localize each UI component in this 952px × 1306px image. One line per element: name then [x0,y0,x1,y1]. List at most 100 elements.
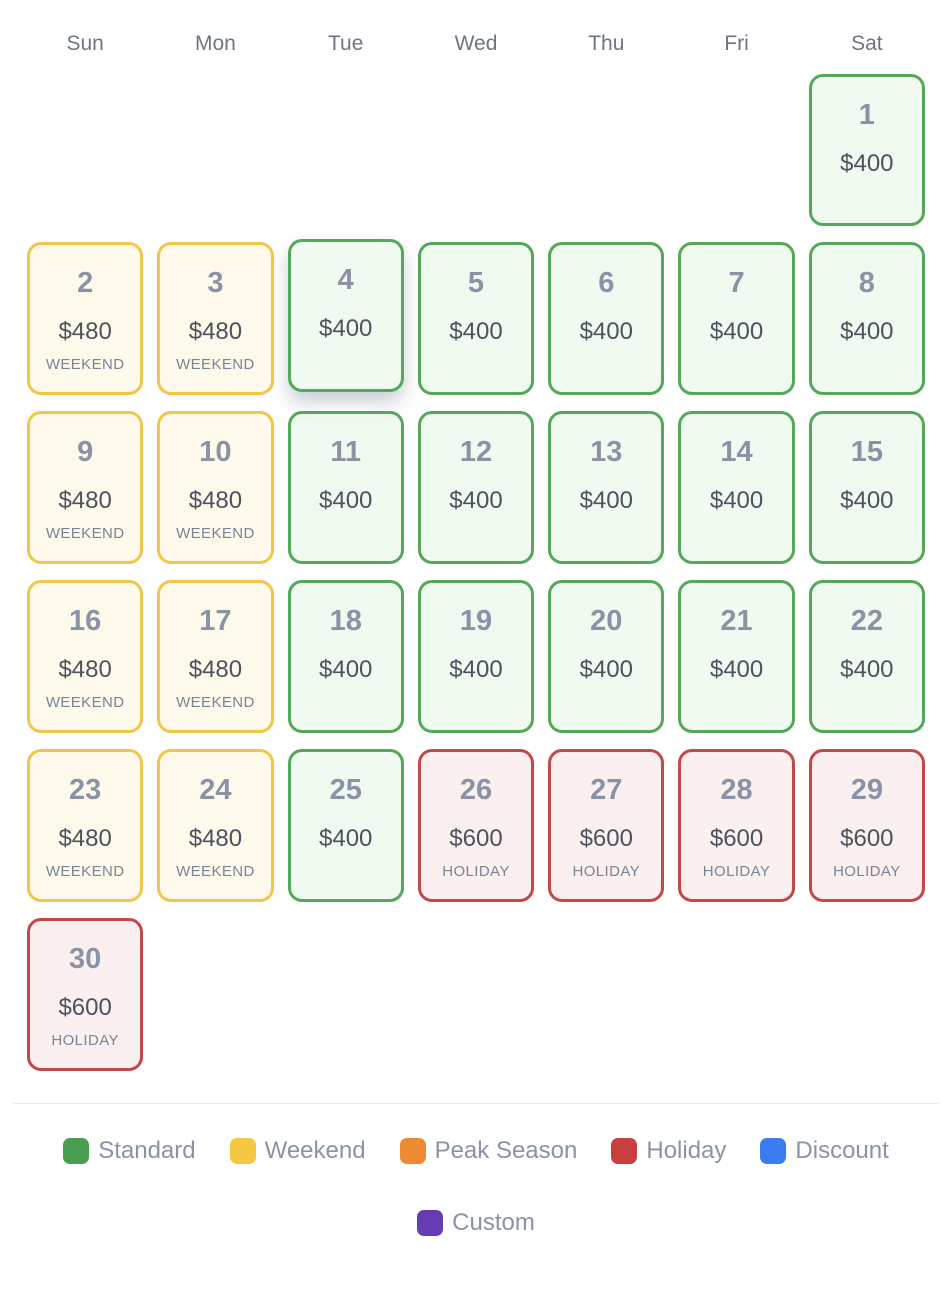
day-number: 10 [199,436,232,468]
day-number: 28 [720,774,753,806]
day-number: 4 [337,264,354,296]
legend-label: Weekend [264,1137,366,1164]
legend-item-standard: Standard [63,1137,196,1165]
day-price: $600 [709,825,764,852]
legend-color-swatch-icon [417,1210,444,1236]
day-rate-label: WEEKEND [45,525,125,542]
day-rate-label: WEEKEND [176,694,255,711]
day-cell-2[interactable]: 2 $480 WEEKEND [27,242,144,395]
legend-item-holiday: Holiday [611,1137,726,1165]
day-cell-20[interactable]: 20 $400 [548,580,665,733]
day-rate-label: HOLIDAY [442,863,510,880]
day-cell-26[interactable]: 26 $600 HOLIDAY [417,749,535,902]
day-number: 1 [858,99,875,131]
day-cell-6[interactable]: 6 $400 [548,242,665,395]
day-number: 12 [459,436,493,468]
day-cell-16[interactable]: 16 $480 WEEKEND [27,580,144,733]
day-cell-19[interactable]: 19 $400 [417,580,535,733]
day-cell-21[interactable]: 21 $400 [678,580,795,733]
day-number: 15 [850,436,883,468]
day-cell-10[interactable]: 10 $480 WEEKEND [157,411,274,564]
day-rate-label: WEEKEND [176,356,255,373]
day-number: 27 [590,774,623,806]
day-rate-label: WEEKEND [45,863,125,880]
day-price: $400 [840,318,894,345]
day-number: 6 [598,267,615,299]
day-cell-28[interactable]: 28 $600 HOLIDAY [678,749,795,902]
legend-item-weekend: Weekend [229,1137,366,1165]
day-rate-label: HOLIDAY [833,863,901,880]
legend-color-swatch-icon [399,1138,426,1164]
day-cell-13[interactable]: 13 $400 [548,411,665,564]
day-cell-3[interactable]: 3 $480 WEEKEND [157,242,274,395]
day-number: 16 [69,605,102,637]
day-cell-1[interactable]: 1 $400 [808,74,925,226]
day-number: 23 [69,774,102,806]
day-cell-5[interactable]: 5 $400 [417,242,535,395]
day-cell-27[interactable]: 27 $600 HOLIDAY [548,749,665,902]
legend-label: Discount [795,1137,889,1164]
divider [13,1103,939,1104]
weekday-header-fri: Fri [724,32,749,55]
day-price: $400 [709,487,764,514]
day-price: $400 [709,318,764,345]
day-price: $480 [58,656,112,683]
day-price: $400 [709,656,764,683]
day-cell-17[interactable]: 17 $480 WEEKEND [157,580,274,733]
day-number: 14 [720,436,753,468]
day-cell-11[interactable]: 11 $400 [287,411,404,564]
weekday-header-sun: Sun [66,32,104,55]
day-cell-30[interactable]: 30 $600 HOLIDAY [27,918,144,1071]
day-price: $480 [188,318,243,345]
day-cell-24[interactable]: 24 $480 WEEKEND [157,749,274,902]
day-cell-7[interactable]: 7 $400 [678,242,795,395]
day-price: $400 [319,315,373,342]
day-rate-label: WEEKEND [176,525,255,542]
day-number: 19 [459,605,493,637]
day-number: 13 [590,436,623,468]
day-cell-8[interactable]: 8 $400 [808,242,925,395]
legend-label: Holiday [646,1137,727,1164]
legend-color-swatch-icon [63,1138,90,1164]
day-cell-29[interactable]: 29 $600 HOLIDAY [808,749,925,902]
day-price: $480 [58,825,112,852]
legend-color-swatch-icon [611,1138,638,1164]
day-cell-22[interactable]: 22 $400 [808,580,925,733]
legend-label: Standard [98,1137,196,1164]
legend-row-1: Standard Weekend Peak Season Holiday Dis… [0,1137,952,1165]
day-rate-label: HOLIDAY [702,863,771,880]
day-cell-14[interactable]: 14 $400 [678,411,795,564]
day-price: $480 [188,656,243,683]
day-price: $400 [579,487,633,514]
day-number: 25 [329,774,362,806]
day-cell-15[interactable]: 15 $400 [808,411,925,564]
day-cell-18[interactable]: 18 $400 [287,580,404,733]
day-price: $480 [188,487,243,514]
day-number: 24 [199,774,232,806]
day-number: 29 [850,774,883,806]
day-cell-23[interactable]: 23 $480 WEEKEND [27,749,144,902]
day-cell-4[interactable]: 4 $400 [287,239,404,392]
legend: Standard Weekend Peak Season Holiday Dis… [0,1137,952,1237]
day-number: 22 [850,605,883,637]
calendar-grid: 1 $400 2 $480 WEEKEND 3 $480 WEEKEND 4 $… [0,72,952,1071]
legend-color-swatch-icon [760,1138,787,1164]
weekday-header-mon: Mon [194,32,236,55]
day-rate-label: HOLIDAY [51,1032,119,1049]
legend-label: Custom [452,1209,535,1236]
day-rate-label: WEEKEND [45,356,125,373]
day-price: $400 [319,656,373,683]
weekday-header-thu: Thu [588,32,625,55]
day-cell-25[interactable]: 25 $400 [287,749,404,902]
day-cell-9[interactable]: 9 $480 WEEKEND [27,411,144,564]
day-price: $600 [840,825,894,852]
day-number: 7 [728,267,745,299]
day-price: $600 [58,994,112,1021]
day-cell-12[interactable]: 12 $400 [417,411,535,564]
day-price: $600 [579,825,633,852]
day-price: $400 [449,318,503,345]
day-number: 26 [459,774,493,806]
day-price: $400 [319,487,373,514]
